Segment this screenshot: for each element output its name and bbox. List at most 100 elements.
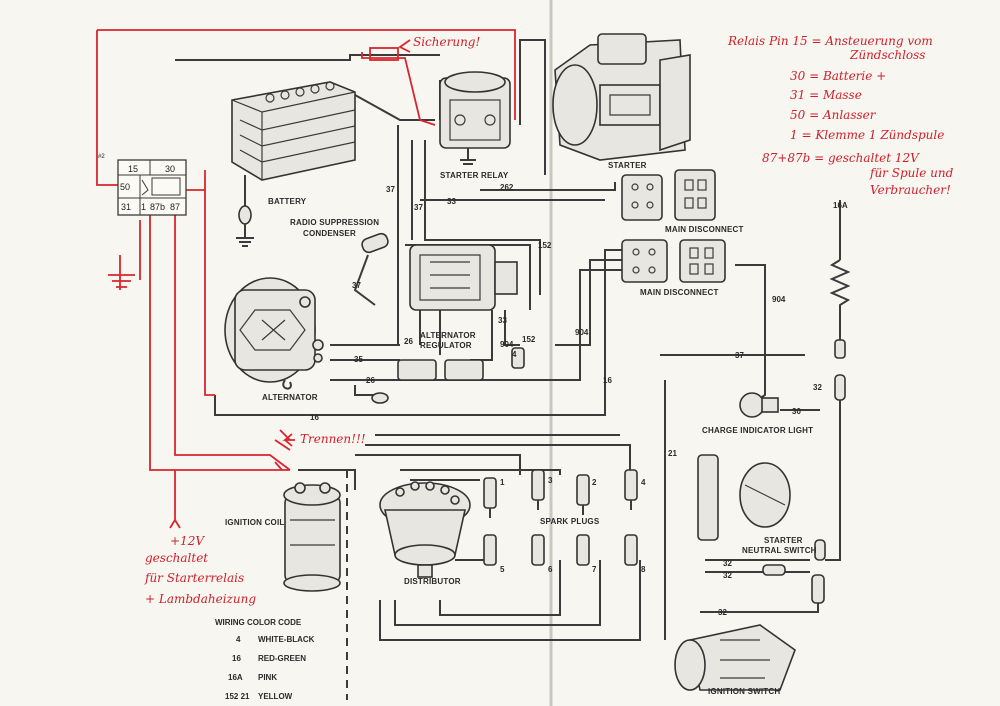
spark-plug-7: [576, 534, 590, 566]
spark-plug-4: [624, 469, 638, 510]
relay-box: 15 30 50 31 1 87b 87 #2: [98, 154, 187, 216]
wire-32-d: 32: [718, 608, 727, 617]
wire-152-b: 152: [522, 335, 536, 344]
wire-16-b: 16: [603, 376, 612, 385]
color-code-color: YELLOW: [258, 692, 293, 701]
main-disconnect-1-symbol: [621, 169, 716, 221]
label-ignition-switch: IGNITION SWITCH: [708, 687, 780, 696]
legend-line: 31 = Masse: [790, 88, 862, 102]
spark-plug-8: [624, 534, 638, 566]
label-spark-plugs: SPARK PLUGS: [540, 517, 600, 526]
wire-37-b: 37: [414, 203, 423, 212]
color-code-color: WHITE-BLACK: [258, 635, 315, 644]
charge-indicator-light-symbol: [739, 392, 779, 418]
alternator-regulator-symbol: [409, 244, 518, 311]
alternator-symbol: [224, 277, 324, 390]
wiring-color-code-table: WIRING COLOR CODE 4 WHITE-BLACK 16 RED-G…: [215, 618, 315, 701]
relay-tag: #2: [98, 154, 105, 160]
relay-pin-87b: 87b: [150, 202, 165, 212]
left-note-line: +12V: [170, 534, 205, 548]
wire-30: 30: [792, 407, 801, 416]
color-code-num: 152 21: [225, 692, 250, 701]
label-starter-relay: STARTER RELAY: [440, 171, 509, 180]
starter-neutral-switch-symbol: [697, 454, 791, 541]
label-main-disconnect-1: MAIN DISCONNECT: [665, 225, 744, 234]
legend-line: Zündschloss: [849, 48, 925, 62]
plug-number: 1: [500, 478, 505, 487]
battery-symbol: [231, 81, 356, 247]
relay-pin-15: 15: [128, 164, 138, 174]
relay-pin-50: 50: [120, 182, 130, 192]
relay-pin-31: 31: [121, 202, 131, 212]
label-alternator-regulator-2: REGULATOR: [420, 341, 472, 350]
plug-number: 5: [500, 565, 505, 574]
ignition-coil-symbol: [283, 482, 341, 592]
spark-plug-1: [483, 477, 497, 518]
note-trennen: Trennen!!!: [300, 432, 366, 446]
left-note-line: für Starterrelais: [144, 571, 244, 585]
wire-33-b: 33: [498, 316, 507, 325]
label-charge-indicator-light: CHARGE INDICATOR LIGHT: [702, 426, 813, 435]
handwritten-annotations: Sicherung! Trennen!!! Relais Pin 15 = An…: [144, 34, 954, 606]
plug-number: 3: [548, 476, 553, 485]
color-code-color: PINK: [258, 673, 277, 682]
left-note-line: + Lambdaheizung: [145, 592, 256, 606]
spark-plugs-group: [483, 469, 638, 566]
wire-37-c: 37: [352, 281, 361, 290]
left-note-line: geschaltet: [145, 551, 208, 565]
legend-line: für Spule und: [869, 166, 954, 180]
wire-21: 21: [668, 449, 677, 458]
wire-4: 4: [512, 350, 517, 359]
legend-line: 50 = Anlasser: [790, 108, 877, 122]
label-ignition-coil: IGNITION COIL: [225, 518, 285, 527]
distributor-symbol: [379, 481, 471, 578]
color-code-num: 16A: [228, 673, 243, 682]
color-code-heading: WIRING COLOR CODE: [215, 618, 302, 627]
plug-number: 6: [548, 565, 553, 574]
note-sicherung: Sicherung!: [413, 35, 480, 49]
color-code-num: 4: [236, 635, 241, 644]
spark-plug-2: [531, 469, 545, 510]
label-alternator-regulator-1: ALTERNATOR: [420, 331, 476, 340]
plug-number: 7: [592, 565, 597, 574]
legend-line: Verbraucher!: [870, 183, 951, 197]
wire-904-c: 904: [772, 295, 786, 304]
spark-plug-6: [531, 534, 545, 566]
wire-33: 33: [447, 197, 456, 206]
color-code-color: RED-GREEN: [258, 654, 306, 663]
label-battery: BATTERY: [268, 197, 307, 206]
label-condenser: CONDENSER: [303, 229, 356, 238]
wire-16-a: 16: [310, 413, 319, 422]
label-main-disconnect-2: MAIN DISCONNECT: [640, 288, 719, 297]
wire-37-d: 37: [735, 351, 744, 360]
wire-37-a: 37: [386, 185, 395, 194]
wire-32-c: 32: [723, 571, 732, 580]
spark-plug-numbers: 1 3 2 4 5 6 7 8: [500, 476, 646, 574]
label-distributor: DISTRIBUTOR: [404, 577, 461, 586]
wire-numbers: 262 33 37 37 37 37 152 152 35 26 26 904 …: [310, 183, 848, 617]
red-annotation-wiring: [96, 29, 516, 529]
starter-relay-symbol: [439, 71, 511, 165]
wire-904-a: 904: [500, 340, 514, 349]
wire-262: 262: [500, 183, 514, 192]
relay-pin-87: 87: [170, 202, 180, 212]
wire-904-b: 904: [575, 328, 589, 337]
harness-connectors: [371, 347, 525, 404]
legend-line: 30 = Batterie +: [790, 69, 886, 83]
legend-line: 87+87b = geschaltet 12V: [762, 151, 920, 165]
label-starter-neutral-switch-2: NEUTRAL SWITCH: [742, 546, 817, 555]
plug-number: 4: [641, 478, 646, 487]
wire-26-a: 26: [404, 337, 413, 346]
label-radio-suppression: RADIO SUPPRESSION: [290, 218, 379, 227]
right-connectors: [762, 339, 846, 604]
wire-16A: 16A: [833, 201, 848, 210]
wire-152-a: 152: [538, 241, 552, 250]
label-alternator: ALTERNATOR: [262, 393, 318, 402]
legend-line: 1 = Klemme 1 Zündspule: [790, 128, 944, 142]
wire-35: 35: [354, 355, 363, 364]
main-disconnect-2-symbol: [621, 239, 726, 283]
starter-motor-symbol: [552, 33, 691, 161]
component-labels: BATTERY RADIO SUPPRESSION CONDENSER STAR…: [225, 161, 817, 696]
